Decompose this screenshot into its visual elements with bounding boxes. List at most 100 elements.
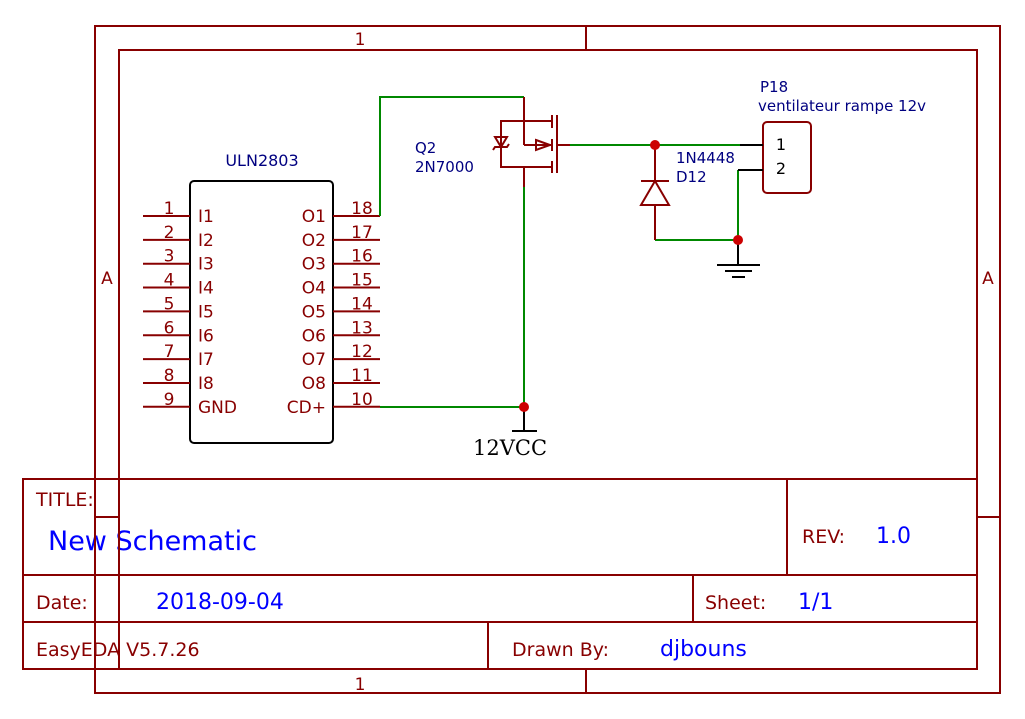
sheet-value[interactable]: 1/1 [798, 590, 833, 615]
pin-number: 9 [164, 390, 175, 410]
p18-connector[interactable]: P18 ventilateur rampe 12v 1 2 [738, 78, 926, 194]
pin-label: I8 [198, 374, 214, 394]
uln2803-pin-17[interactable]: 17 O2 [302, 223, 380, 251]
pin-label: O2 [302, 231, 326, 251]
q2-mosfet[interactable]: Q2 2N7000 [415, 97, 570, 187]
uln2803-pin-7[interactable]: 7 I7 [143, 342, 214, 370]
ground-symbol[interactable] [717, 240, 760, 278]
pin-number: 15 [351, 271, 373, 291]
pin-label: I4 [198, 279, 214, 299]
pin-label: GND [198, 398, 237, 418]
title-value[interactable]: New Schematic [48, 526, 257, 557]
pin-label: CD+ [287, 398, 326, 418]
p18-pin1-number: 1 [776, 135, 786, 154]
pin-label: O8 [302, 374, 326, 394]
pin-number: 16 [351, 247, 373, 267]
wire-o1-to-q2-drain[interactable] [379, 96, 524, 216]
wires [379, 96, 760, 408]
pin-label: I1 [198, 207, 214, 227]
junction-dot [519, 402, 529, 412]
uln2803-name: ULN2803 [225, 151, 298, 170]
pin-number: 7 [164, 342, 175, 362]
pin-number: 8 [164, 366, 175, 386]
q2-value: 2N7000 [415, 158, 474, 176]
d12-anode-triangle-icon [639, 179, 671, 206]
pin-label: I2 [198, 231, 214, 251]
sheet-label: Sheet: [705, 592, 766, 614]
software-version: EasyEDA V5.7.26 [36, 639, 200, 661]
q2-zener-bar [492, 143, 510, 151]
bottom-zone-label: 1 [355, 675, 366, 695]
uln2803-pin-16[interactable]: 16 O3 [302, 247, 380, 275]
pin-number: 10 [351, 390, 373, 410]
pin-number: 17 [351, 223, 373, 243]
title-block: TITLE: New Schematic REV: 1.0 Date: 2018… [22, 478, 978, 670]
uln2803-pin-12[interactable]: 12 O7 [302, 342, 380, 370]
left-zone-label: A [101, 269, 113, 289]
q2-body-diode-icon [493, 136, 509, 149]
pin-number: 4 [164, 271, 175, 291]
frame-overlay [94, 479, 120, 693]
uln2803-pin-10[interactable]: 10 CD+ [287, 390, 380, 418]
uln2803-pin-9[interactable]: 9 GND [143, 390, 237, 418]
pin-label: O1 [302, 207, 326, 227]
uln2803-pin-3[interactable]: 3 I3 [143, 247, 214, 275]
pin-number: 6 [164, 318, 175, 338]
pin-number: 1 [164, 199, 175, 219]
rev-value[interactable]: 1.0 [876, 524, 911, 549]
pin-label: I6 [198, 326, 214, 346]
q2-body-diode-loop [500, 120, 524, 168]
rev-label: REV: [802, 526, 845, 548]
pin-number: 12 [351, 342, 373, 362]
p18-value: ventilateur rampe 12v [758, 97, 926, 115]
p18-designator: P18 [760, 78, 788, 96]
outer-frame [94, 25, 1001, 694]
q2-designator: Q2 [415, 139, 436, 157]
power-label: 12VCC [473, 436, 547, 460]
pin-number: 14 [351, 294, 373, 314]
uln2803-pin-4[interactable]: 4 I4 [143, 271, 214, 299]
pin-label: I3 [198, 255, 214, 275]
pin-label: I7 [198, 350, 214, 370]
pin-label: I5 [198, 302, 214, 322]
d12-diode[interactable]: 1N4448 D12 [639, 145, 735, 240]
uln2803-pin-6[interactable]: 6 I6 [143, 318, 214, 346]
pin-label: O7 [302, 350, 326, 370]
inner-frame [118, 49, 978, 670]
p18-pin2-number: 2 [776, 159, 786, 178]
uln2803-pin-11[interactable]: 11 O8 [302, 366, 380, 394]
pin-number: 5 [164, 294, 175, 314]
pin-label: O6 [302, 326, 326, 346]
d12-designator: D12 [676, 168, 707, 186]
junctions [519, 140, 743, 412]
right-zone-label: A [982, 269, 994, 289]
uln2803-pin-1[interactable]: 1 I1 [143, 199, 214, 227]
q2-arrow-icon [535, 138, 553, 152]
pin-number: 11 [351, 366, 373, 386]
uln2803-pin-8[interactable]: 8 I8 [143, 366, 214, 394]
pin-number: 13 [351, 318, 373, 338]
uln2803-pin-5[interactable]: 5 I5 [143, 294, 214, 322]
p18-body [762, 121, 812, 194]
uln2803-pin-15[interactable]: 15 O4 [302, 271, 380, 299]
title-label: TITLE: [35, 489, 94, 511]
pin-number: 3 [164, 247, 175, 267]
d12-value: 1N4448 [676, 149, 735, 167]
power-12vcc[interactable]: 12VCC [473, 407, 547, 460]
junction-dot [650, 140, 660, 150]
pin-label: O3 [302, 255, 326, 275]
date-label: Date: [36, 592, 88, 614]
drawn-by-value[interactable]: djbouns [660, 637, 747, 662]
top-zone-label: 1 [355, 30, 366, 50]
uln2803-pin-13[interactable]: 13 O6 [302, 318, 380, 346]
pin-label: O4 [302, 279, 326, 299]
drawn-by-label: Drawn By: [512, 639, 609, 661]
date-value[interactable]: 2018-09-04 [156, 590, 284, 615]
